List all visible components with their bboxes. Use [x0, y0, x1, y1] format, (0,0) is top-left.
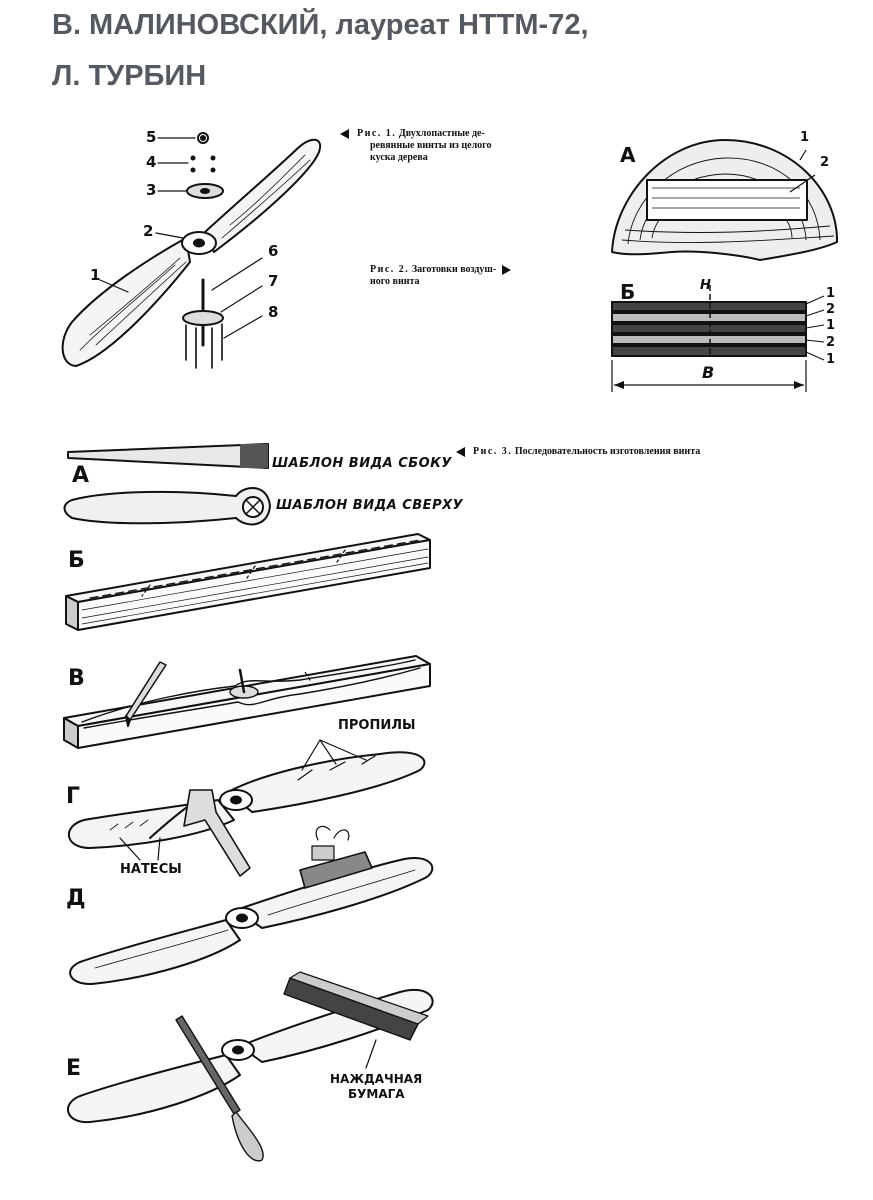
- fig3-step-b: Б: [68, 548, 85, 573]
- fig2-layer-2b: 2: [826, 335, 836, 350]
- fig3-file: [175, 1015, 241, 1115]
- fig2-layer-1a: 1: [826, 286, 836, 301]
- fig3-sandpaper-line1: НАЖДАЧНАЯ: [330, 1072, 423, 1086]
- fig3-plane: [299, 851, 373, 889]
- left-arrow-icon: [340, 128, 349, 139]
- authors-line-2: Л. ТУРБИН: [52, 60, 207, 92]
- fig1-part-4: 4: [146, 153, 157, 171]
- fig3-caption-num: Рис. 3.: [473, 446, 513, 457]
- fig1-caption-line2: ревянные винты из целого: [370, 140, 492, 151]
- fig3-step-e: Е: [66, 1056, 82, 1081]
- fig2-a-blank: [646, 179, 808, 221]
- fig3-template-side: ШАБЛОН ВИДА СБОКУ: [272, 456, 452, 471]
- fig1-part-7: 7: [268, 272, 279, 290]
- fig2-layer-2a: 2: [826, 302, 836, 317]
- fig3-sandpaper-block: [283, 977, 419, 1041]
- fig3-sandpaper-line2: БУМАГА: [348, 1087, 405, 1101]
- fig3-planing-d: [69, 825, 434, 986]
- fig1-caption-line1: Двухлопастные де-: [398, 128, 485, 139]
- fig1-part-8: 8: [268, 303, 279, 321]
- fig1-upper-blade: [204, 138, 322, 253]
- left-arrow-icon: [456, 446, 465, 457]
- fig3-notches: НАТЕСЫ: [120, 862, 182, 877]
- fig3-saw-cuts: ПРОПИЛЫ: [338, 718, 416, 733]
- fig3-carving-g: [67, 739, 426, 877]
- fig3-step-d: Д: [66, 886, 86, 911]
- fig2-layer-1c: 1: [826, 352, 836, 367]
- fig1-part-5: 5: [146, 128, 157, 146]
- fig2-caption-line1: Заготовки воздуш-: [411, 264, 497, 275]
- fig2-a-log-section: [611, 139, 839, 261]
- fig3-caption: Рис. 3. Последовательность изготовления …: [456, 446, 856, 458]
- fig3-template-top: ШАБЛОН ВИДА СВЕРХУ: [276, 498, 464, 513]
- fig1-caption-line3: куска дерева: [370, 152, 428, 163]
- fig1-lower-blade: [61, 237, 191, 367]
- fig2-layer-1b: 1: [826, 318, 836, 333]
- fig3-board-b: [65, 533, 431, 631]
- fig1-flange: [182, 310, 224, 326]
- fig2-caption: Рис. 2. Заготовки воздуш- ного винта: [370, 264, 570, 288]
- fig1-part-1: 1: [90, 266, 101, 284]
- article-authors: В. МАЛИНОВСКИЙ, лауреат НТТМ-72, Л. ТУРБ…: [52, 0, 852, 102]
- fig2-dim-h: Н: [700, 278, 711, 293]
- fig2-caption-line2: ного винта: [370, 276, 420, 287]
- right-arrow-icon: [502, 264, 512, 275]
- fig1-nut: [197, 132, 209, 144]
- fig2-a-label-1: 1: [800, 130, 810, 145]
- fig2-view-a: А: [620, 143, 636, 167]
- fig1-part-6: 6: [268, 242, 279, 260]
- fig2-caption-num: Рис. 2.: [370, 264, 410, 275]
- fig3-caption-text: Последовательность изготовления винта: [514, 446, 701, 457]
- fig1-part-2: 2: [143, 222, 154, 240]
- fig3-step-a: А: [72, 463, 90, 488]
- fig1-caption-num: Рис. 1.: [357, 128, 397, 139]
- fig3-step-v: В: [68, 666, 85, 691]
- fig3-pencil: [125, 661, 167, 721]
- fig2-dim-b: В: [702, 363, 715, 382]
- fig1-washer: [186, 183, 224, 199]
- fig3-finishing-e: [67, 971, 434, 1162]
- fig2-a-label-2: 2: [820, 155, 830, 170]
- fig2-b-laminate: [611, 285, 807, 357]
- fig1-hub: [181, 231, 217, 255]
- authors-line-1: В. МАЛИНОВСКИЙ, лауреат НТТМ-72,: [52, 9, 589, 41]
- fig3-knife: [183, 789, 251, 877]
- fig3-sandpaper-note: НАЖДАЧНАЯ БУМАГА: [330, 1072, 422, 1102]
- fig1-caption: Рис. 1. Двухлопастные де- ревянные винты…: [340, 128, 560, 164]
- fig1-part-3: 3: [146, 181, 157, 199]
- fig3-step-g: Г: [66, 784, 81, 809]
- fig3-side-template: [67, 443, 269, 469]
- fig2-view-b: Б: [620, 280, 636, 304]
- fig3-top-template: [63, 487, 271, 526]
- fig3-board-v: [63, 655, 431, 749]
